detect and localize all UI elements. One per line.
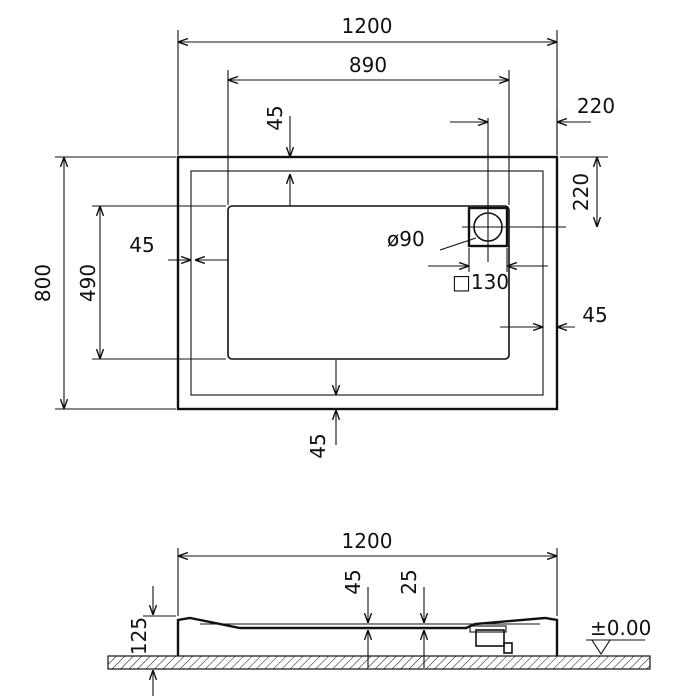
dim-label-125-section: 125 (127, 617, 151, 655)
section-view: 1200 45 25 125 ±0.00 (107, 529, 651, 696)
dim-label-220-y: 220 (569, 173, 593, 211)
drain-fitting (475, 629, 505, 647)
tray-basin-outline (227, 205, 510, 360)
dim-label-220-x: 220 (577, 94, 615, 118)
dim-bottom-rim: 45 (306, 360, 336, 459)
dim-label-45-left: 45 (129, 233, 154, 257)
dim-label-floor-level: ±0.00 (590, 616, 651, 640)
drain-diameter-callout: ø90 (387, 227, 477, 251)
floor-slab-hatch (107, 655, 651, 670)
dim-overall-width: 1200 (177, 14, 558, 155)
dim-drain-offset-y: 220 (560, 156, 608, 227)
dim-label-45-top: 45 (263, 105, 287, 130)
dim-label-1200-section: 1200 (342, 529, 393, 553)
dim-inner-width: 890 (227, 53, 510, 205)
tray-section-profile (176, 616, 559, 656)
dim-left-rim: 45 (129, 233, 228, 260)
dim-section-45: 45 (341, 569, 368, 668)
dim-label-890: 890 (349, 53, 387, 77)
dim-section-width: 1200 (177, 529, 558, 616)
dim-label-25-section: 25 (397, 569, 421, 594)
dim-top-rim: 45 (258, 105, 300, 206)
tray-outer-outline (176, 155, 559, 411)
dim-label-45-bottom: 45 (306, 433, 330, 458)
dim-section-25: 25 (397, 569, 424, 668)
plan-view: 1200 890 220 220 45 (31, 14, 615, 459)
dim-label-45-section: 45 (341, 569, 365, 594)
dim-label-1200: 1200 (342, 14, 393, 38)
dim-inner-depth: 490 (76, 205, 226, 360)
floor-level-marker: ±0.00 (586, 616, 651, 656)
dim-drain-square: □130 (428, 248, 548, 294)
level-triangle-icon (590, 639, 612, 656)
dim-overall-depth: 800 (31, 156, 176, 410)
dim-label-800: 800 (31, 264, 55, 302)
dim-label-490: 490 (76, 264, 100, 302)
dim-label-square-130: □130 (452, 270, 509, 294)
tray-rim-outline (190, 170, 544, 396)
dim-drain-offset-x: 220 (450, 94, 615, 155)
dim-section-125: 125 (127, 586, 176, 696)
dim-right-rim: 45 (500, 303, 608, 327)
dim-label-diameter-90: ø90 (387, 227, 425, 251)
dim-label-45-right: 45 (582, 303, 607, 327)
